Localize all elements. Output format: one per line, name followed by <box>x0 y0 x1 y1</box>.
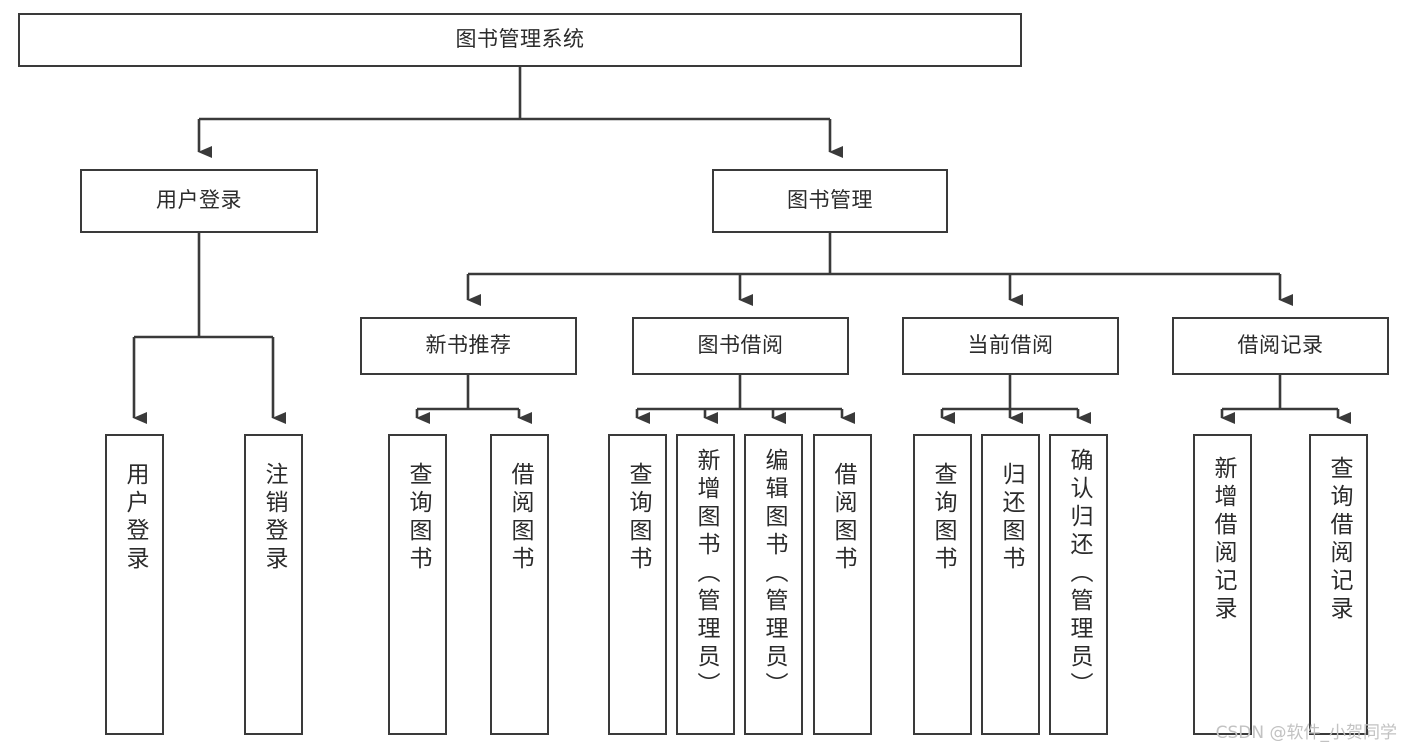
node-book-borrow-label: 图书借阅 <box>697 333 784 358</box>
node-borrow-record[interactable]: 借阅记录 <box>1172 317 1389 375</box>
leaf-query-record[interactable]: 查询借阅记录 <box>1309 434 1368 735</box>
leaf-query-book-1[interactable]: 查询图书 <box>388 434 447 735</box>
leaf-logout-label: 注销登录 <box>261 462 287 574</box>
node-book-manage[interactable]: 图书管理 <box>712 169 948 233</box>
leaf-confirm-return-label: 确认归还（管理员） <box>1066 448 1092 700</box>
node-book-borrow[interactable]: 图书借阅 <box>632 317 849 375</box>
leaf-add-record-label: 新增借阅记录 <box>1210 456 1236 624</box>
node-book-manage-label: 图书管理 <box>787 188 873 213</box>
leaf-add-book[interactable]: 新增图书（管理员） <box>676 434 735 735</box>
leaf-edit-book[interactable]: 编辑图书（管理员） <box>744 434 803 735</box>
leaf-edit-book-label: 编辑图书（管理员） <box>761 448 787 700</box>
node-user-login[interactable]: 用户登录 <box>80 169 318 233</box>
leaf-query-book-3[interactable]: 查询图书 <box>913 434 972 735</box>
node-current-borrow[interactable]: 当前借阅 <box>902 317 1119 375</box>
leaf-return-book[interactable]: 归还图书 <box>981 434 1040 735</box>
leaf-borrow-book-2-label: 借阅图书 <box>830 462 856 574</box>
leaf-add-record[interactable]: 新增借阅记录 <box>1193 434 1252 735</box>
leaf-borrow-book-1[interactable]: 借阅图书 <box>490 434 549 735</box>
leaf-user-login-label: 用户登录 <box>122 462 148 574</box>
node-borrow-record-label: 借阅记录 <box>1237 333 1324 358</box>
watermark-text: CSDN @软件_小贺同学 <box>1215 723 1397 743</box>
leaf-query-record-label: 查询借阅记录 <box>1326 456 1352 624</box>
node-user-login-label: 用户登录 <box>156 188 242 213</box>
node-current-borrow-label: 当前借阅 <box>967 333 1054 358</box>
leaf-query-book-2[interactable]: 查询图书 <box>608 434 667 735</box>
node-new-book-recommend[interactable]: 新书推荐 <box>360 317 577 375</box>
leaf-query-book-3-label: 查询图书 <box>930 462 956 574</box>
leaf-borrow-book-1-label: 借阅图书 <box>507 462 533 574</box>
leaf-logout[interactable]: 注销登录 <box>244 434 303 735</box>
leaf-add-book-label: 新增图书（管理员） <box>693 448 719 700</box>
node-new-book-recommend-label: 新书推荐 <box>425 333 512 358</box>
leaf-confirm-return[interactable]: 确认归还（管理员） <box>1049 434 1108 735</box>
leaf-query-book-1-label: 查询图书 <box>405 462 431 574</box>
node-root[interactable]: 图书管理系统 <box>18 13 1022 67</box>
leaf-borrow-book-2[interactable]: 借阅图书 <box>813 434 872 735</box>
leaf-user-login[interactable]: 用户登录 <box>105 434 164 735</box>
leaf-query-book-2-label: 查询图书 <box>625 462 651 574</box>
leaf-return-book-label: 归还图书 <box>998 462 1024 574</box>
node-root-label: 图书管理系统 <box>455 27 585 52</box>
